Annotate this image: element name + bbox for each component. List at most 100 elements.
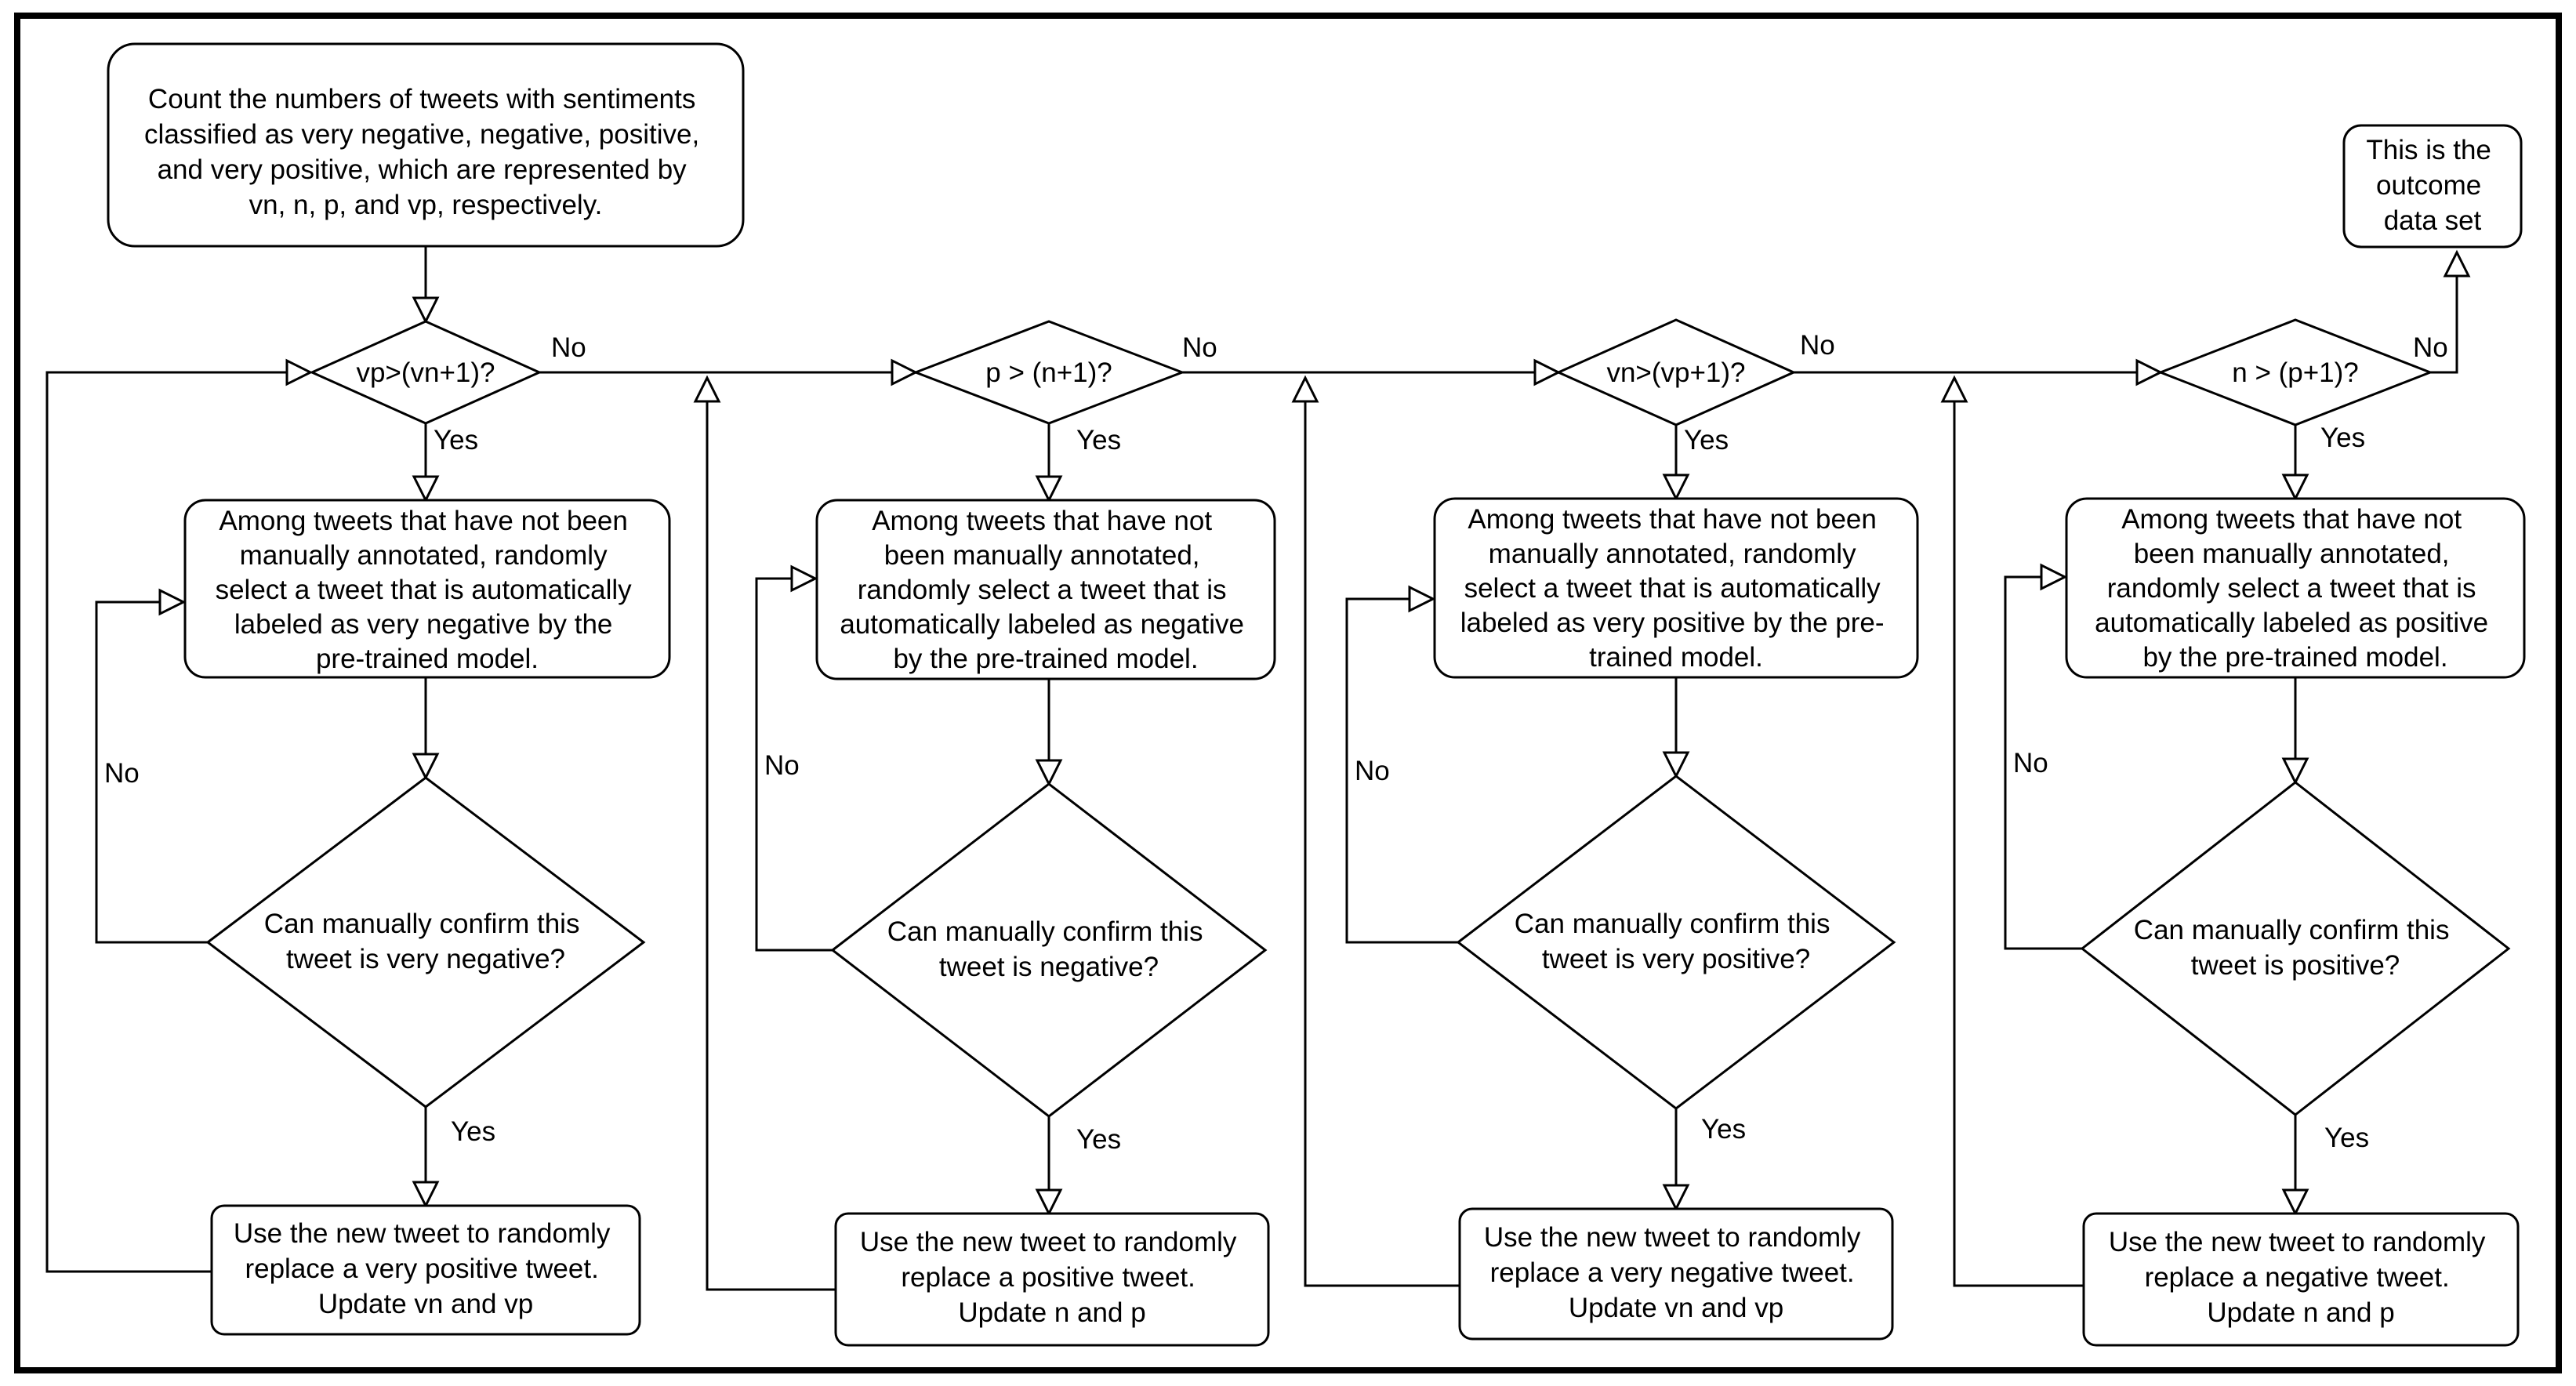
arrowhead	[412, 753, 440, 781]
select-tweet-box	[815, 499, 1276, 680]
select-line: trained model.	[1589, 642, 1763, 673]
loop-back-connector	[95, 600, 208, 944]
update-text: Use the new tweet to randomly replace a …	[1484, 1222, 1868, 1323]
select-line: randomly select a tweet that is	[858, 575, 1227, 605]
select-line: automatically labeled as positive	[2095, 608, 2488, 638]
select-line: Among tweets that have not been	[1468, 504, 1876, 535]
select-line: been manually annotated,	[2134, 539, 2450, 569]
confirm-no-label: No	[1355, 756, 1390, 786]
update-line: Update n and p	[958, 1297, 1145, 1328]
outcome-box-text: This is the outcome data set	[2366, 135, 2498, 236]
arrowhead	[2040, 563, 2068, 591]
select-line: by the pre-trained model.	[2142, 642, 2447, 673]
arrowhead	[412, 296, 440, 325]
start-line: classified as very negative, negative, p…	[144, 119, 699, 150]
loop-back-connector	[755, 577, 833, 952]
confirm-line: tweet is very negative?	[286, 944, 565, 974]
arrowhead	[412, 1181, 440, 1209]
outer-border	[14, 13, 2562, 1373]
update-box	[1458, 1207, 1894, 1341]
update-line: replace a positive tweet.	[901, 1262, 1195, 1293]
update-line: Use the new tweet to randomly	[234, 1218, 611, 1249]
confirm-text: Can manually confirm this tweet is negat…	[887, 916, 1210, 982]
select-line: select a tweet that is automatically	[216, 575, 633, 605]
update-text: Use the new tweet to randomly replace a …	[234, 1218, 618, 1319]
update-text: Use the new tweet to randomly replace a …	[2109, 1227, 2493, 1328]
update-line: Update vn and vp	[318, 1289, 533, 1319]
arrowhead	[285, 358, 314, 386]
arrowhead	[1662, 751, 1690, 779]
confirm-diamond	[1456, 775, 1896, 1110]
condition-no-label: No	[2413, 332, 2448, 363]
return-connector	[45, 371, 287, 1273]
start-line: Count the numbers of tweets with sentime…	[148, 84, 695, 114]
confirm-line: tweet is negative?	[939, 952, 1159, 982]
outcome-box	[2342, 124, 2523, 249]
return-connector	[706, 401, 836, 1291]
select-tweet-text: Among tweets that have not been manually…	[216, 506, 640, 674]
arrowhead	[1940, 375, 1968, 403]
confirm-line: tweet is positive?	[2191, 950, 2400, 981]
update-line: replace a negative tweet.	[2145, 1262, 2450, 1293]
condition-label: vn>(vp+1)?	[1606, 357, 1745, 388]
select-line: by the pre-trained model.	[893, 644, 1198, 674]
confirm-no-label: No	[2013, 748, 2048, 778]
column-4: n > (p+1)? No Yes Among tweets that have…	[1940, 249, 2526, 1347]
confirm-yes-label: Yes	[451, 1116, 495, 1147]
arrowhead	[790, 564, 818, 593]
condition-yes-label: Yes	[1076, 425, 1121, 455]
return-connector	[1304, 401, 1460, 1287]
update-box	[2082, 1212, 2520, 1347]
column-2: p > (n+1)? No Yes Among tweets that have…	[693, 320, 1276, 1347]
outcome-line: data set	[2384, 205, 2482, 236]
select-line: pre-trained model.	[316, 644, 539, 674]
condition-yes-label: Yes	[1684, 425, 1729, 455]
select-tweet-text: Among tweets that have not been manually…	[840, 506, 1251, 674]
arrowhead	[2135, 358, 2164, 386]
start-box-text: Count the numbers of tweets with sentime…	[144, 84, 707, 220]
update-text: Use the new tweet to randomly replace a …	[860, 1227, 1244, 1328]
confirm-line: Can manually confirm this	[264, 909, 580, 939]
arrowhead	[412, 475, 440, 503]
select-tweet-box	[183, 499, 671, 679]
arrowhead	[1035, 475, 1063, 503]
select-tweet-text: Among tweets that have not been manually…	[1460, 504, 1892, 673]
outcome-line: This is the	[2366, 135, 2491, 165]
arrowhead	[158, 588, 187, 616]
confirm-diamond	[830, 782, 1268, 1118]
return-connector	[1953, 401, 2084, 1287]
confirm-no-label: No	[104, 758, 140, 789]
select-line: select a tweet that is automatically	[1464, 573, 1881, 604]
arrowhead	[2281, 757, 2309, 786]
confirm-yes-label: Yes	[1701, 1114, 1746, 1145]
condition-yes-label: Yes	[2320, 423, 2365, 453]
update-line: Update n and p	[2207, 1297, 2394, 1328]
arrowhead	[1533, 358, 1562, 386]
confirm-yes-label: Yes	[1076, 1124, 1121, 1155]
arrowhead	[1662, 1184, 1690, 1212]
arrowhead	[2281, 473, 2309, 502]
column-3: vn>(vp+1)? No Yes Among tweets that have…	[1291, 318, 1919, 1341]
arrowhead	[1035, 759, 1063, 787]
select-line: Among tweets that have not been	[219, 506, 627, 536]
arrowhead	[891, 358, 919, 386]
loop-back-connector	[1345, 597, 1458, 944]
outcome-line: outcome	[2376, 170, 2481, 201]
column-1: vp>(vn+1)? No Yes Among tweets that have…	[45, 320, 671, 1336]
confirm-text: Can manually confirm this tweet is posit…	[2134, 915, 2457, 981]
select-line: automatically labeled as negative	[840, 609, 1244, 640]
confirm-diamond	[205, 776, 646, 1108]
confirm-text: Can manually confirm this tweet is very …	[264, 909, 587, 974]
update-line: replace a very negative tweet.	[1490, 1257, 1855, 1288]
select-line: randomly select a tweet that is	[2107, 573, 2476, 604]
confirm-line: Can manually confirm this	[2134, 915, 2450, 945]
outcome-connector	[2430, 276, 2458, 374]
confirm-line: Can manually confirm this	[887, 916, 1203, 947]
update-line: Use the new tweet to randomly	[2109, 1227, 2486, 1257]
confirm-no-label: No	[764, 750, 800, 781]
select-line: been manually annotated,	[884, 540, 1200, 571]
update-box	[210, 1204, 641, 1336]
confirm-line: tweet is very positive?	[1542, 944, 1810, 974]
condition-label: vp>(vn+1)?	[356, 357, 495, 388]
